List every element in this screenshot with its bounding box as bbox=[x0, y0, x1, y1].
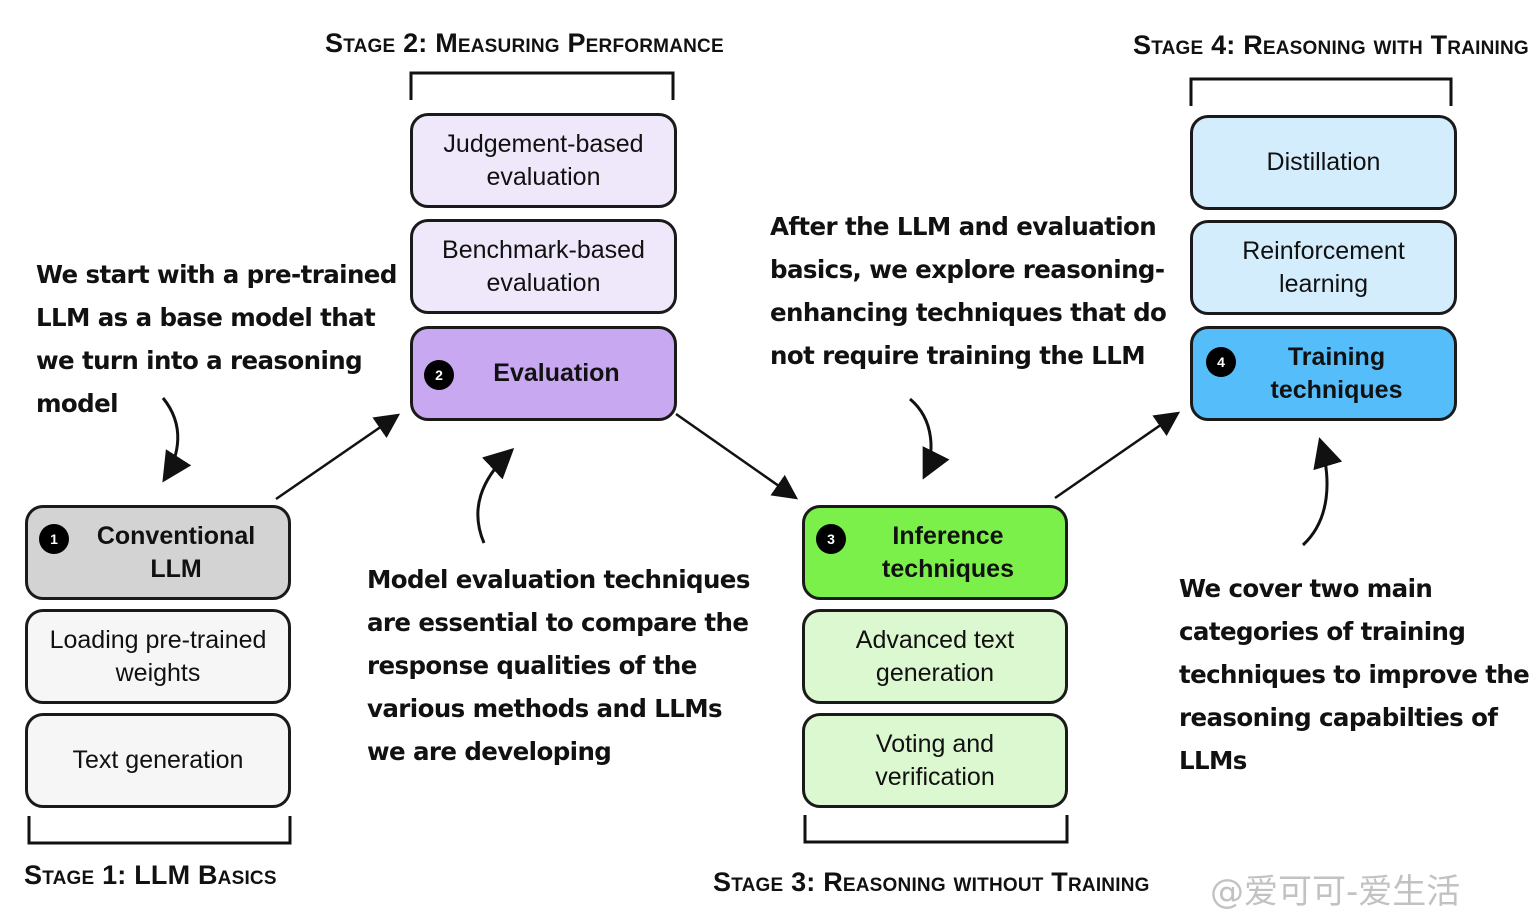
note-stage-4: We cover two main categories of training… bbox=[1179, 574, 1530, 775]
voting-verification-box: Voting and verification bbox=[802, 713, 1068, 808]
conventional-llm-label: Conventional LLM bbox=[96, 521, 256, 583]
reinforcement-learning-box: Reinforcement learning bbox=[1190, 220, 1457, 315]
note-stage-1: We start with a pre-trained LLM as a bas… bbox=[36, 260, 397, 418]
stage-2-bracket bbox=[409, 71, 675, 100]
stage-4-bracket bbox=[1189, 77, 1453, 106]
loading-weights-label: Loading pre-trained weights bbox=[49, 625, 267, 687]
advanced-text-generation-label: Advanced text generation bbox=[855, 625, 1015, 687]
arrow-stage2-to-stage3 bbox=[675, 412, 799, 500]
benchmark-evaluation-label: Benchmark-based evaluation bbox=[442, 235, 645, 297]
stage-2-title: Stage 2: Measuring Performance bbox=[325, 28, 724, 58]
inference-techniques-label: Inference techniques bbox=[882, 521, 1014, 583]
judgement-evaluation-label: Judgement-based evaluation bbox=[443, 129, 644, 191]
benchmark-evaluation-box: Benchmark-based evaluation bbox=[410, 219, 677, 314]
stage-1-title: Stage 1: LLM Basics bbox=[24, 860, 277, 890]
inference-techniques-box: 3 Inference techniques bbox=[802, 505, 1068, 600]
judgement-evaluation-box: Judgement-based evaluation bbox=[410, 113, 677, 208]
distillation-label: Distillation bbox=[1266, 148, 1381, 176]
evaluation-box: 2 Evaluation bbox=[410, 326, 677, 421]
annotation-arrow-1 bbox=[161, 397, 192, 483]
stage-3-title: Stage 3: Reasoning without Training bbox=[713, 867, 1150, 897]
step-1-badge: 1 bbox=[39, 524, 69, 554]
arrow-stage1-to-stage2 bbox=[275, 413, 401, 501]
annotation-arrow-2 bbox=[476, 447, 515, 544]
step-3-badge: 3 bbox=[816, 524, 846, 554]
annotation-arrow-4 bbox=[1301, 437, 1343, 547]
reinforcement-learning-label: Reinforcement learning bbox=[1242, 236, 1405, 298]
step-4-badge: 4 bbox=[1206, 347, 1236, 377]
annotation-arrow-3 bbox=[909, 397, 950, 480]
stage-3-bracket bbox=[803, 815, 1069, 844]
conventional-llm-box: 1 Conventional LLM bbox=[25, 505, 291, 600]
training-techniques-box: 4 Training techniques bbox=[1190, 326, 1457, 421]
step-2-badge: 2 bbox=[424, 360, 454, 390]
text-generation-box: Text generation bbox=[25, 713, 291, 808]
distillation-box: Distillation bbox=[1190, 115, 1457, 210]
training-techniques-label: Training techniques bbox=[1270, 342, 1403, 404]
watermark-text: @爱可可-爱生活 bbox=[1210, 872, 1461, 912]
text-generation-label: Text generation bbox=[72, 746, 244, 774]
note-stage-2: Model evaluation techniques are essentia… bbox=[367, 565, 750, 766]
advanced-text-generation-box: Advanced text generation bbox=[802, 609, 1068, 704]
loading-weights-box: Loading pre-trained weights bbox=[25, 609, 291, 704]
stage-4-title: Stage 4: Reasoning with Training bbox=[1133, 30, 1529, 60]
stage-1-bracket bbox=[27, 816, 292, 845]
arrow-stage3-to-stage4 bbox=[1054, 411, 1181, 500]
evaluation-label: Evaluation bbox=[493, 359, 620, 387]
note-stage-3: After the LLM and evaluation basics, we … bbox=[770, 212, 1167, 370]
voting-verification-label: Voting and verification bbox=[875, 729, 995, 791]
